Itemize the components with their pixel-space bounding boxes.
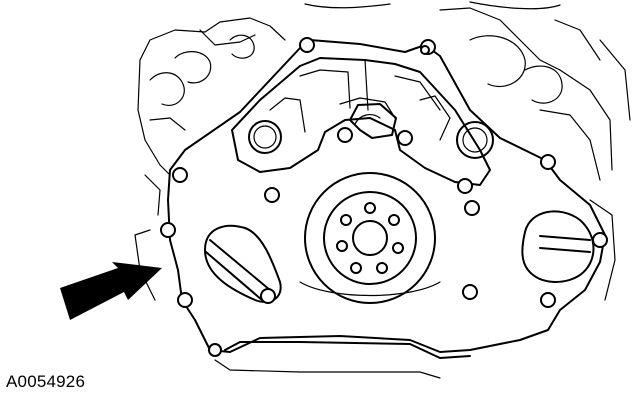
engine-block-background — [134, 1, 631, 301]
left-opening — [204, 224, 282, 304]
inner-recess — [231, 57, 491, 186]
rear-cover-plate — [167, 39, 606, 379]
right-opening — [521, 210, 595, 283]
cover-bolts — [160, 37, 608, 357]
crankshaft-flange — [299, 172, 441, 304]
cylinder-ports — [248, 120, 494, 159]
arrow-icon — [60, 262, 162, 320]
center-bracket — [349, 103, 397, 139]
figure-id-label: A0054926 — [6, 372, 86, 391]
